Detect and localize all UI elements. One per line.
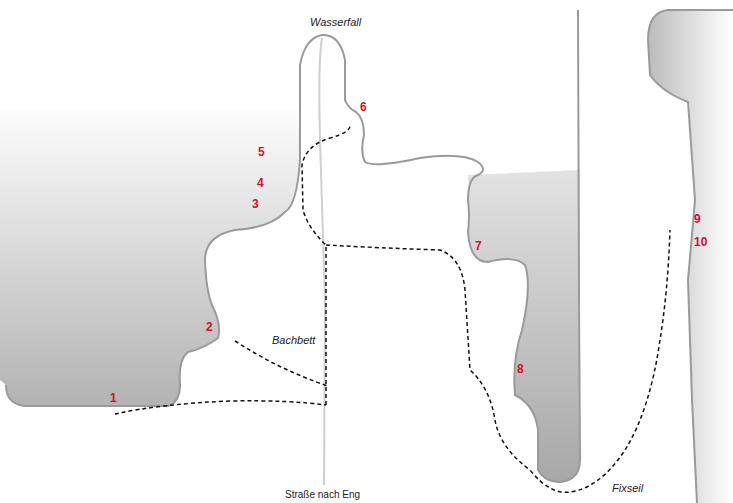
- rock-outline: [6, 10, 580, 482]
- callout-number: 6: [360, 100, 367, 114]
- rock-fill: [648, 10, 733, 503]
- path-dashed: [115, 401, 326, 414]
- callout-number: 3: [252, 197, 259, 211]
- callout-number: 9: [694, 212, 701, 226]
- callout-number: 10: [694, 235, 707, 249]
- callout-number: 2: [206, 320, 213, 334]
- rock-fill: [0, 110, 300, 406]
- path-dashed: [235, 341, 328, 386]
- place-label: Bachbett: [272, 334, 315, 346]
- approach-paths: [115, 124, 670, 492]
- rock-fill: [468, 170, 580, 482]
- rock-outline: [648, 10, 733, 503]
- callout-number: 5: [258, 145, 265, 159]
- callout-number: 8: [517, 362, 524, 376]
- callout-number: 4: [257, 176, 264, 190]
- place-label: Fixseil: [612, 482, 643, 494]
- place-label: Wasserfall: [310, 16, 361, 28]
- road-line: [319, 38, 325, 485]
- path-dashed: [326, 230, 670, 492]
- callout-number: 1: [110, 391, 117, 405]
- path-dashed: [302, 124, 350, 405]
- road-label: Straße nach Eng: [283, 489, 362, 500]
- callout-number: 7: [475, 239, 482, 253]
